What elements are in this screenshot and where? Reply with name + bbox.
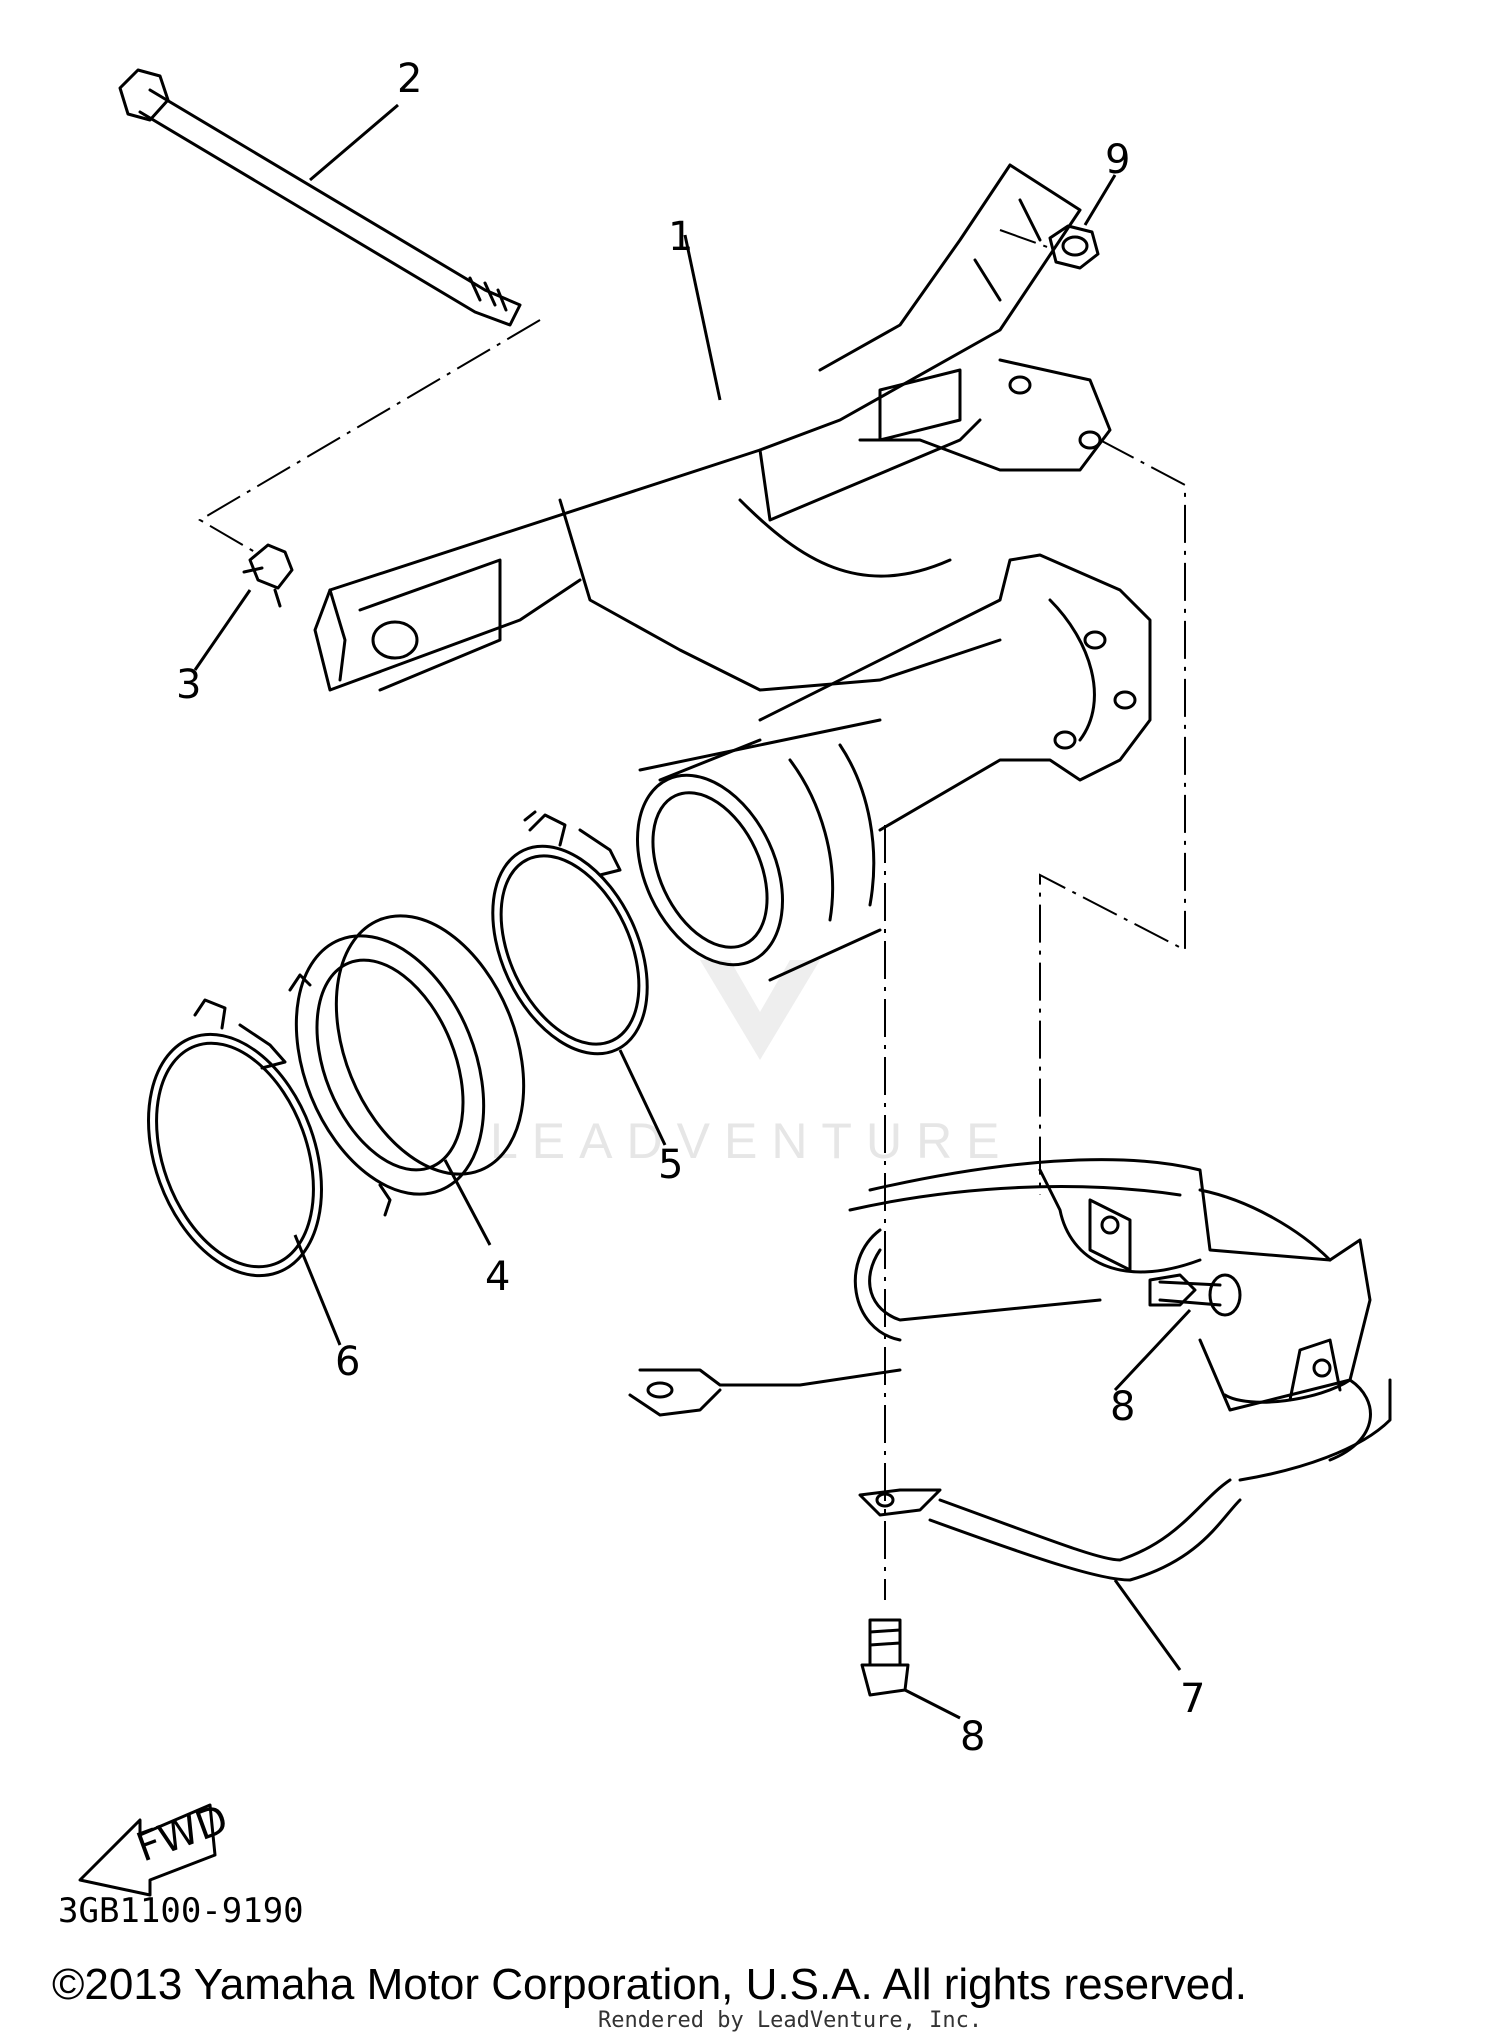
flange-bolt-side	[1148, 1273, 1242, 1317]
leader-mount	[1039, 439, 1186, 1195]
nut	[1048, 224, 1100, 270]
rubber-boot	[288, 914, 526, 1217]
callout-7: 7	[1180, 1676, 1205, 1722]
part-code: 3GB1100-9190	[58, 1891, 304, 1931]
watermark-text: LEADVENTURE	[490, 1113, 1014, 1169]
swingarm	[313, 163, 1152, 832]
flange-bolt-bottom	[860, 1618, 910, 1697]
fwd-label: FWD	[131, 1796, 234, 1871]
clamp-band-small	[491, 810, 649, 1056]
callout-4: 4	[485, 1254, 510, 1300]
clamp-band-large	[147, 998, 323, 1278]
callout-1: 1	[668, 214, 693, 260]
callout-6: 6	[335, 1339, 360, 1385]
guard-bracket	[628, 1158, 1392, 1582]
fwd-arrow-icon	[78, 1803, 217, 1897]
callout-5: 5	[658, 1142, 683, 1188]
drive-boot	[635, 718, 882, 982]
callout-9: 9	[1105, 137, 1130, 183]
callout-8-bottom: 8	[960, 1714, 985, 1760]
callout-8-side: 8	[1110, 1384, 1135, 1430]
leader-nut	[999, 229, 1051, 249]
watermark: LEADVENTURE	[490, 960, 1014, 1169]
callout-3: 3	[176, 662, 201, 708]
pivot-bolt	[118, 68, 522, 327]
callout-2: 2	[397, 56, 422, 102]
copyright-text: ©2013 Yamaha Motor Corporation, U.S.A. A…	[52, 1960, 1247, 2009]
rendered-by-text: Rendered by LeadVenture, Inc.	[598, 2008, 983, 2033]
clip	[242, 543, 294, 608]
leader-bolt-clip	[198, 319, 541, 556]
